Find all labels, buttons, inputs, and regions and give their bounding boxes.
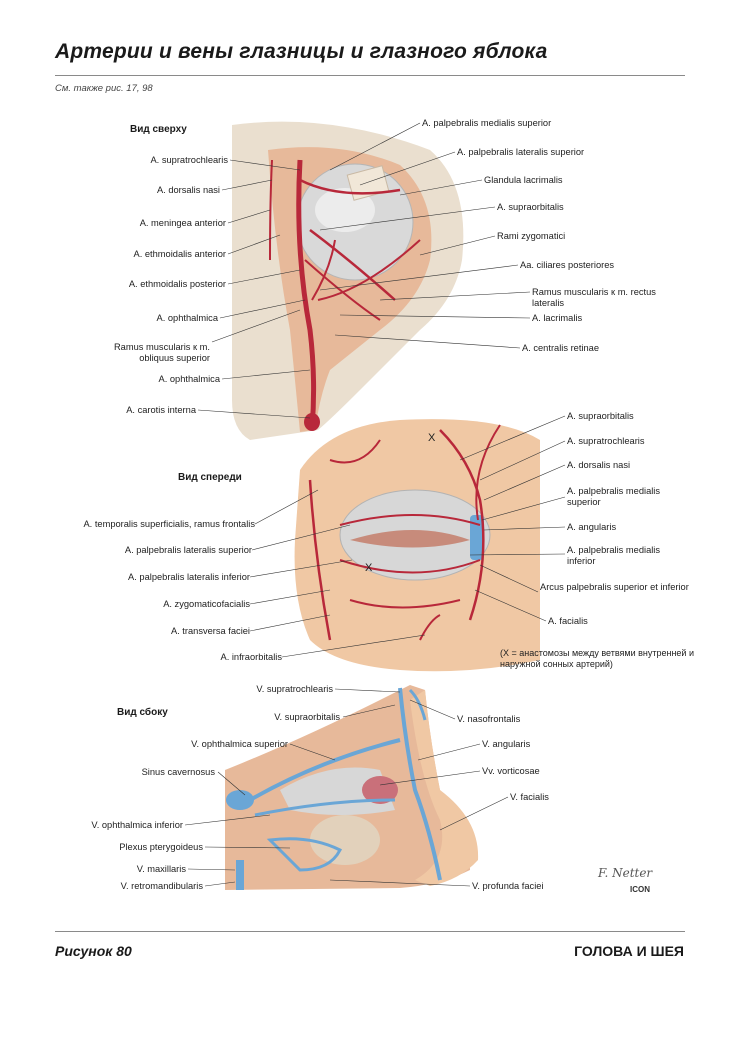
anastomosis-note: (X = анастомозы между ветвями внутренней… — [500, 648, 694, 669]
label-a-palpebralis-lateralis-superior-top: A. palpebralis lateralis superior — [457, 147, 585, 157]
label-a-dorsalis-nasi-top: A. dorsalis nasi — [156, 185, 220, 195]
label-plexus-pterygoideus: Plexus pterygoideus — [119, 842, 203, 852]
footer-rule — [55, 931, 685, 932]
artist-signature: F. Netter — [598, 866, 653, 880]
label-v-angularis: V. angularis — [482, 739, 531, 749]
label-v-ophthalmica-inferior: V. ophthalmica inferior — [91, 820, 183, 830]
label-a-ethmoidalis-anterior: A. ethmoidalis anterior — [133, 249, 227, 259]
label-a-facialis: A. facialis — [548, 616, 588, 626]
label-a-palpebralis-lateralis-inferior: A. palpebralis lateralis inferior — [128, 572, 250, 582]
label-ramus-muscularis-rectus-lateralis: Ramus muscularis к m. rectus lateralis — [532, 287, 656, 308]
label-v-supraorbitalis: V. supraorbitalis — [274, 712, 340, 722]
label-a-supraorbitalis-top: A. supraorbitalis — [497, 202, 564, 212]
header-rule — [55, 75, 685, 76]
label-a-palpebralis-medialis-superior-front: A. palpebralis medialis superior — [567, 486, 661, 507]
label-a-angularis: A. angularis — [567, 522, 617, 532]
front-view-illustration — [294, 419, 540, 672]
side-view-illustration — [225, 685, 479, 890]
label-v-nasofrontalis: V. nasofrontalis — [457, 714, 521, 724]
label-sinus-cavernosus: Sinus cavernosus — [141, 767, 215, 777]
label-v-facialis: V. facialis — [510, 792, 549, 802]
publisher-logo: ICON — [630, 885, 650, 894]
label-a-palpebralis-medialis-inferior: A. palpebralis medialis inferior — [567, 545, 661, 566]
label-a-ophthalmica-2: A. ophthalmica — [158, 374, 221, 384]
figure-label: Рисунок 80 — [55, 943, 132, 959]
label-ramus-muscularis-obliquus: Ramus muscularis к m. obliquus superior — [113, 342, 210, 363]
label-v-profunda-faciei: V. profunda faciei — [472, 881, 544, 891]
label-a-supraorbitalis-front: A. supraorbitalis — [567, 411, 634, 421]
label-a-palpebralis-medialis-superior-top: A. palpebralis medialis superior — [422, 118, 552, 128]
label-a-ophthalmica-1: A. ophthalmica — [156, 313, 219, 323]
side-view-title: Вид сбоку — [117, 707, 168, 718]
label-a-supratrochlearis-top: A. supratrochlearis — [150, 155, 228, 165]
label-v-supratrochlearis: V. supratrochlearis — [256, 684, 333, 694]
section-title: ГОЛОВА И ШЕЯ — [574, 943, 684, 959]
label-vv-vorticosae: Vv. vorticosae — [482, 766, 540, 776]
top-view-illustration — [232, 121, 464, 440]
front-view-title: Вид спереди — [178, 472, 242, 483]
page-title: Артерии и вены глазницы и глазного яблок… — [55, 40, 548, 63]
label-a-carotis-interna: A. carotis interna — [126, 405, 196, 415]
label-a-supratrochlearis-front: A. supratrochlearis — [567, 436, 645, 446]
label-a-dorsalis-nasi-front: A. dorsalis nasi — [567, 460, 631, 470]
label-arcus-palpebralis: Arcus palpebralis superior et inferior — [540, 582, 689, 592]
label-a-infraorbitalis: A. infraorbitalis — [220, 652, 283, 662]
label-aa-ciliares-posteriores: Aa. ciliares posteriores — [520, 260, 615, 270]
anastomosis-marker-1: X — [428, 432, 436, 444]
label-a-lacrimalis: A. lacrimalis — [532, 313, 583, 323]
label-v-ophthalmica-superior: V. ophthalmica superior — [191, 739, 288, 749]
label-rami-zygomatici: Rami zygomatici — [497, 231, 566, 241]
top-view-title: Вид сверху — [130, 124, 187, 135]
label-a-meningea-anterior: A. meningea anterior — [139, 218, 226, 228]
label-a-palpebralis-lateralis-superior-front: A. palpebralis lateralis superior — [124, 545, 252, 555]
label-v-maxillaris: V. maxillaris — [136, 864, 186, 874]
label-glandula-lacrimalis: Glandula lacrimalis — [484, 175, 563, 185]
label-a-zygomaticofacialis: A. zygomaticofacialis — [163, 599, 250, 609]
label-a-centralis-retinae: A. centralis retinae — [522, 343, 599, 353]
anastomosis-marker-2: X — [365, 562, 373, 574]
label-v-retromandibularis: V. retromandibularis — [120, 881, 203, 891]
see-also-reference: См. также рис. 17, 98 — [55, 83, 153, 94]
label-a-ethmoidalis-posterior: A. ethmoidalis posterior — [128, 279, 226, 289]
label-a-transversa-faciei: A. transversa faciei — [170, 626, 250, 636]
label-a-temporalis-superficialis: A. temporalis superficialis, ramus front… — [83, 519, 255, 529]
